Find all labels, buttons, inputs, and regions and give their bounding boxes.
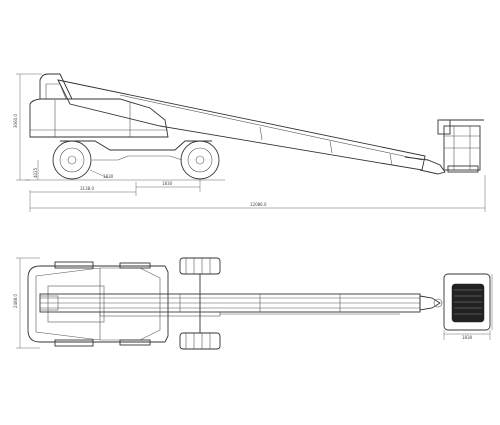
chassis-body: [29, 98, 169, 138]
front-wheels-top: [179, 257, 221, 350]
chassis-top: [27, 265, 169, 343]
dim-wheelbase: 3138.0: [80, 186, 94, 191]
boom: [57, 79, 426, 171]
rear-wheel: [52, 140, 92, 180]
platform-basket: [437, 119, 484, 173]
top-view: 2488.0 1830: [13, 257, 493, 350]
dim-track: 1830: [103, 174, 114, 179]
side-view: 3060.0 12086.0 3138.0 1830 4025 1830: [13, 73, 486, 212]
dim-rear-offset: 4025: [33, 167, 38, 178]
front-wheel: [180, 140, 220, 180]
dim-width: 2488.0: [13, 294, 18, 308]
platform-top: [443, 273, 491, 331]
dim-axle-offset: 1830: [162, 181, 173, 186]
turret: [39, 73, 73, 100]
boom-top: [39, 293, 421, 317]
dim-platform-length: 1830: [462, 335, 473, 340]
dim-overall-length: 12086.0: [250, 202, 267, 207]
dim-height: 3060.0: [13, 114, 18, 128]
jib: [404, 156, 446, 175]
